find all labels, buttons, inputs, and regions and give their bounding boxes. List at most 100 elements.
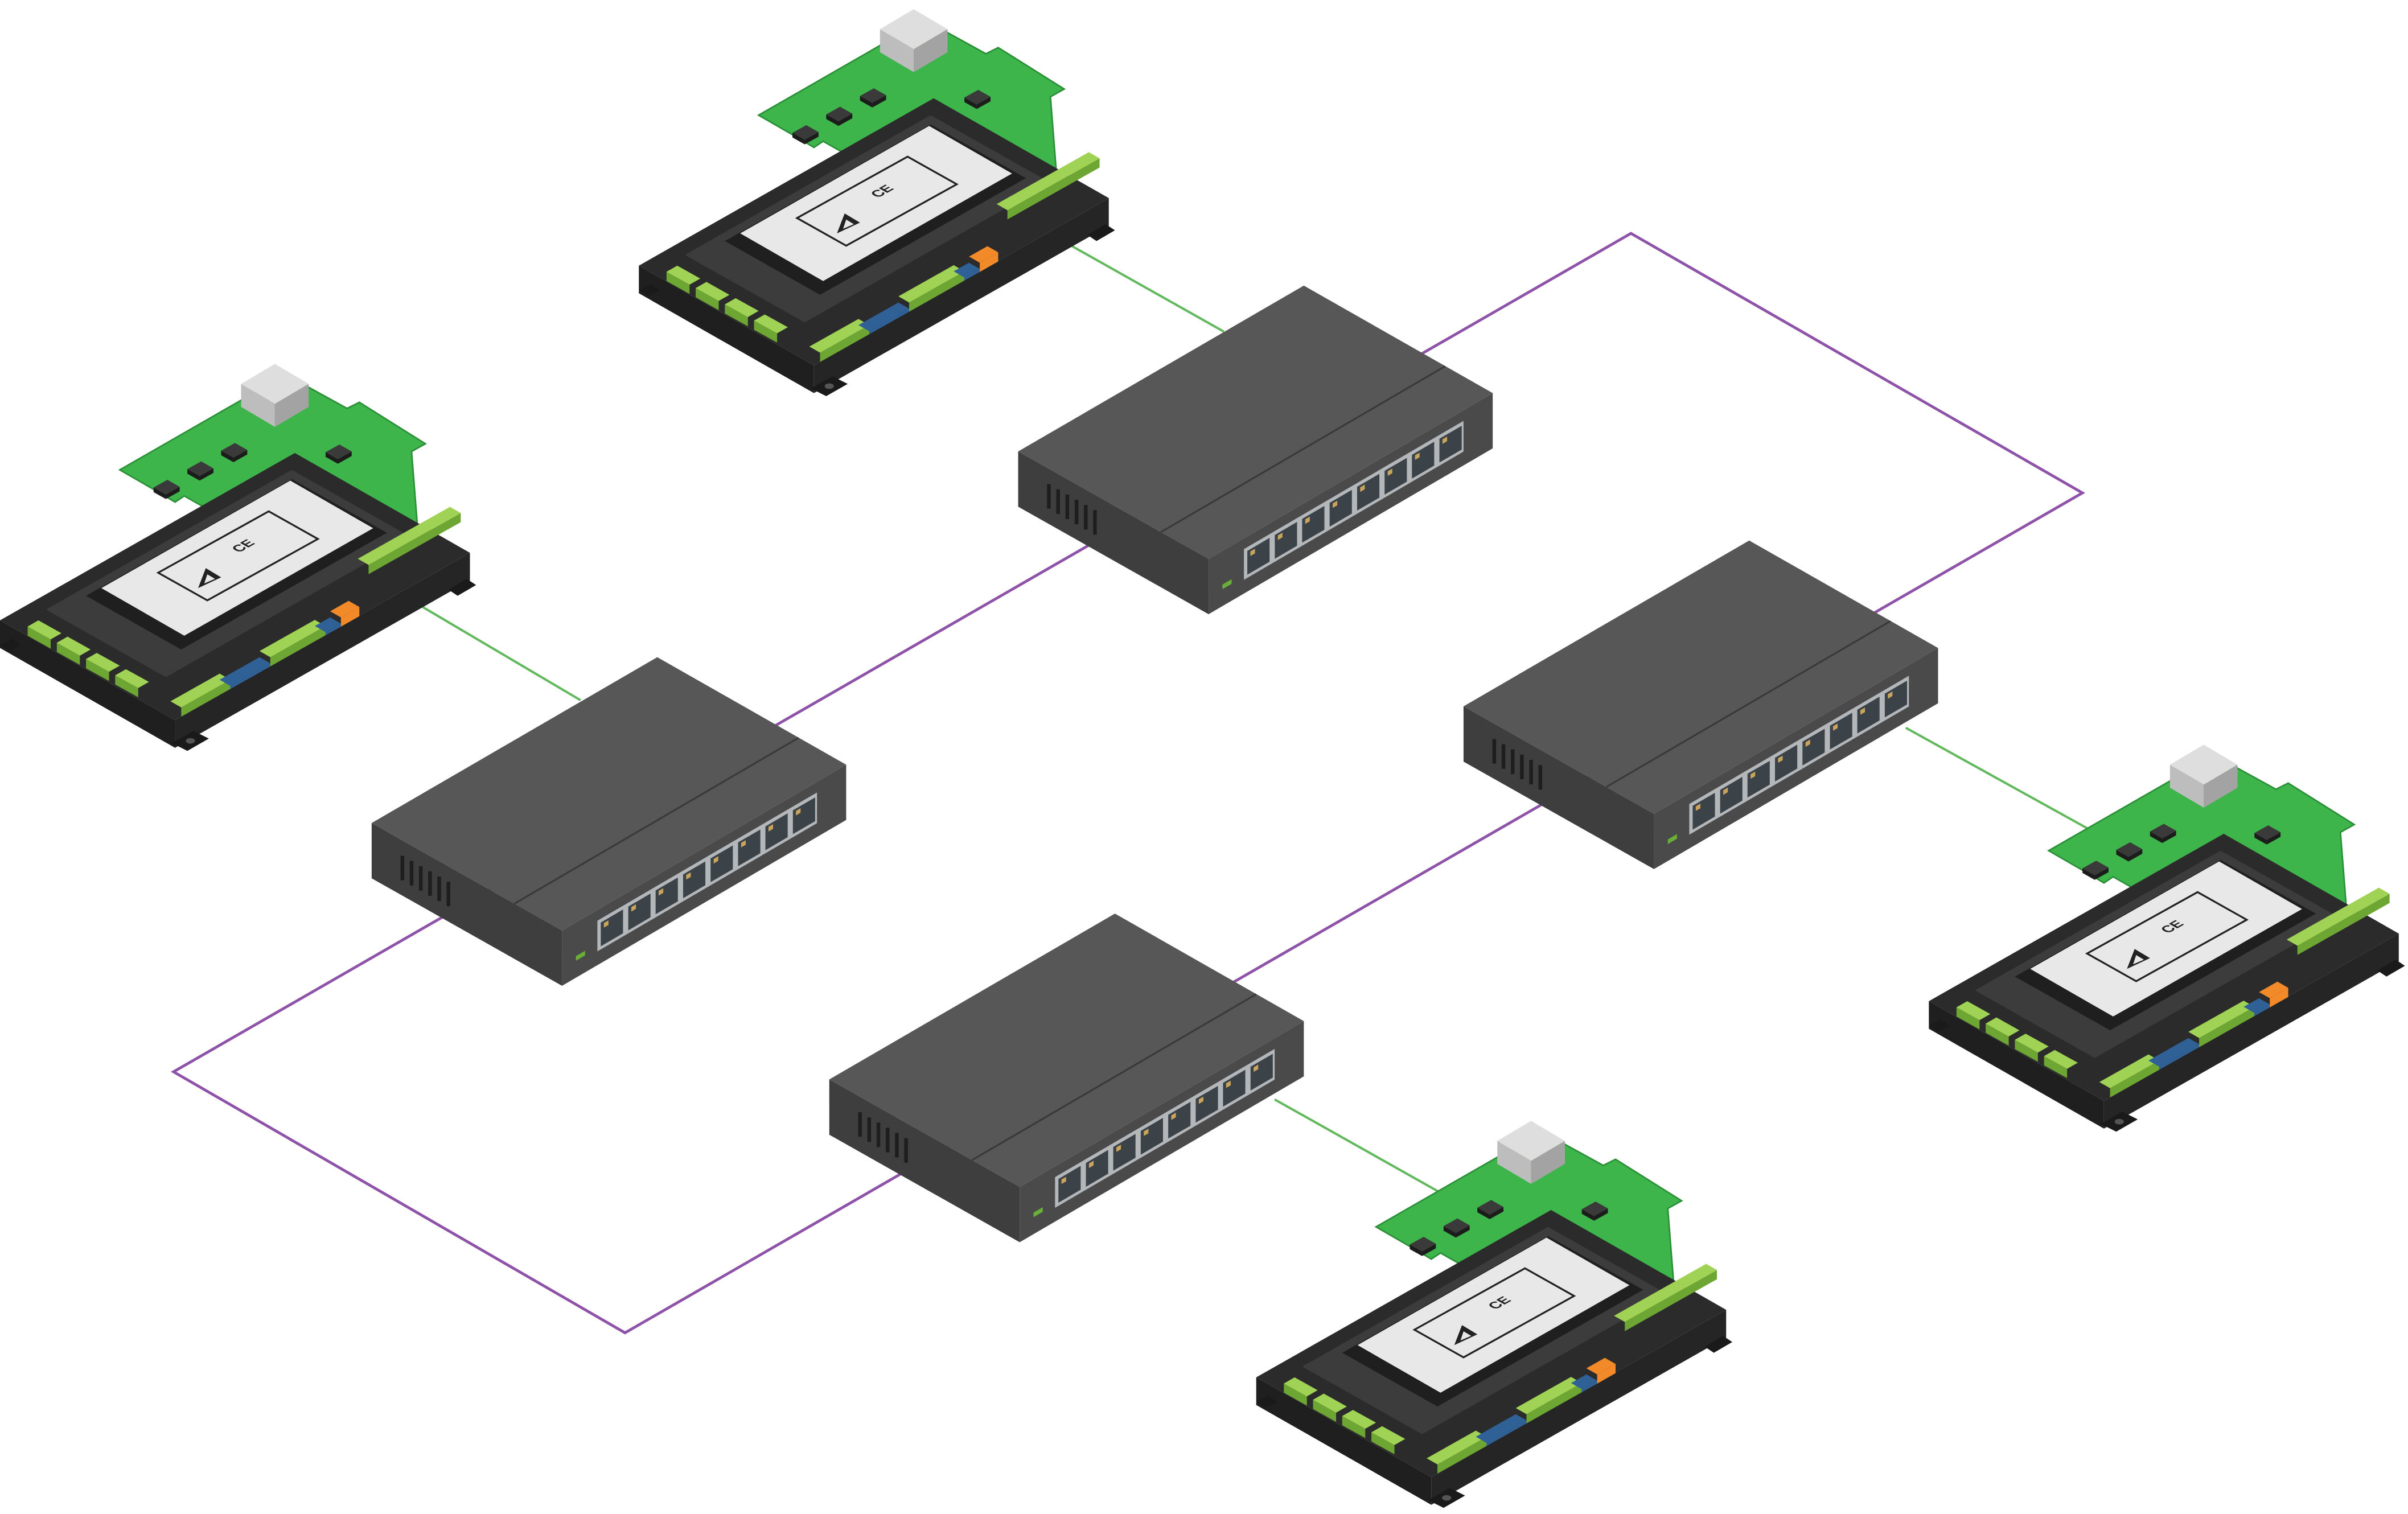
board-side-face xyxy=(639,265,814,393)
chip xyxy=(860,88,886,103)
controller-board-icon: CE xyxy=(0,364,476,751)
chip-side xyxy=(872,95,886,108)
terminal-block xyxy=(2286,887,2390,946)
ethernet-port xyxy=(738,829,761,866)
terminal-block-side xyxy=(270,626,326,667)
chip-side xyxy=(1422,1244,1436,1256)
board-side-face xyxy=(0,620,175,748)
chip-side xyxy=(1581,1209,1595,1221)
port-contact xyxy=(659,888,664,896)
controller-board-icon: CE xyxy=(1929,744,2405,1132)
connector-left-face xyxy=(2169,764,2204,808)
device-link xyxy=(1274,1098,1448,1198)
terminal-block xyxy=(115,669,149,688)
terminal-block-side xyxy=(56,643,80,665)
terminal-block xyxy=(809,319,869,353)
chip-side xyxy=(804,132,819,145)
ethernet-port xyxy=(792,797,815,834)
port-contact xyxy=(1061,1176,1066,1184)
chip-side xyxy=(233,450,248,463)
terminal-block-side xyxy=(325,623,341,636)
connector-right-face xyxy=(274,384,309,427)
terminal-block-side xyxy=(1007,158,1100,220)
chip-side xyxy=(826,114,839,126)
terminal-block-side xyxy=(964,269,980,281)
port-contact xyxy=(1360,484,1365,492)
chip-side xyxy=(1477,1207,1490,1220)
device-link xyxy=(1905,726,2093,832)
warning-triangle-inner xyxy=(2133,955,2144,965)
chip-side xyxy=(1443,1226,1456,1238)
port-contact xyxy=(1277,532,1283,540)
network-switch-icon xyxy=(371,657,847,986)
switch-top-divider xyxy=(971,993,1257,1161)
connector-right-face xyxy=(1531,1141,1565,1184)
network-switch-icon xyxy=(1463,540,1938,869)
ethernet-port xyxy=(1439,426,1462,463)
switch-top-face xyxy=(371,657,847,931)
chip-side xyxy=(860,96,873,108)
port-contact xyxy=(1116,1145,1121,1152)
chip xyxy=(792,125,819,140)
terminal-block-side xyxy=(2254,1004,2270,1017)
terminal-block xyxy=(1427,1430,1487,1464)
terminal-block xyxy=(1571,1374,1597,1389)
terminal-block xyxy=(2099,1054,2159,1088)
terminal-block xyxy=(1614,1264,1717,1322)
connector-left-face xyxy=(241,384,275,427)
chip xyxy=(1477,1200,1504,1215)
terminal-block-side xyxy=(368,513,461,574)
terminal-block-side xyxy=(909,271,965,312)
chip-side xyxy=(221,450,234,463)
ethernet-port xyxy=(1357,474,1380,511)
terminal-block-side xyxy=(2110,1060,2159,1098)
switches-layer xyxy=(371,285,1938,1243)
connector-left-face xyxy=(880,29,914,72)
mounting-ear xyxy=(1929,1019,1951,1032)
terminal-block-side xyxy=(696,288,719,310)
chip-side xyxy=(1410,1244,1423,1256)
chip xyxy=(964,89,991,105)
port-contact xyxy=(1805,739,1810,747)
chip-side xyxy=(338,451,352,464)
port-contact xyxy=(1832,723,1838,731)
port-contact xyxy=(768,824,774,832)
port-panel xyxy=(597,792,817,952)
switch-top-divider xyxy=(1160,365,1446,533)
status-led xyxy=(1667,834,1677,844)
ethernet-port xyxy=(1086,1150,1108,1187)
port-contact xyxy=(631,904,636,912)
label-plate xyxy=(740,126,1012,281)
status-led xyxy=(1033,1207,1043,1217)
ethernet-port xyxy=(1250,1054,1273,1091)
terminal-block xyxy=(666,265,701,285)
connector-left-face xyxy=(1497,1141,1531,1184)
chip-side xyxy=(1594,1208,1608,1221)
terminal-block-side xyxy=(1313,1400,1337,1422)
port-contact xyxy=(1888,691,1893,699)
ethernet-port xyxy=(655,877,678,915)
network-switch-icon xyxy=(1018,285,1493,615)
mounting-ear xyxy=(0,639,22,651)
connector-top-face xyxy=(880,9,948,50)
switch-top-divider xyxy=(1605,620,1891,788)
terminal-block xyxy=(1313,1393,1347,1413)
port-contact xyxy=(686,872,691,880)
warning-triangle-icon xyxy=(1454,1325,1478,1346)
ethernet-port xyxy=(1830,713,1852,750)
terminal-block-side xyxy=(1486,1420,1527,1446)
device-link xyxy=(1065,241,1225,333)
terminal-block xyxy=(2015,1034,2049,1053)
terminal-block-side xyxy=(1437,1437,1487,1474)
ethernet-port xyxy=(1113,1134,1136,1171)
port-contact xyxy=(1695,804,1700,811)
ethernet-port xyxy=(1412,442,1435,479)
terminal-block xyxy=(898,265,965,303)
terminal-block xyxy=(86,653,120,672)
terminal-block-side xyxy=(1342,1416,1366,1438)
terminal-block-side xyxy=(181,680,231,717)
board-front-face xyxy=(175,553,470,748)
chip xyxy=(1581,1202,1608,1216)
